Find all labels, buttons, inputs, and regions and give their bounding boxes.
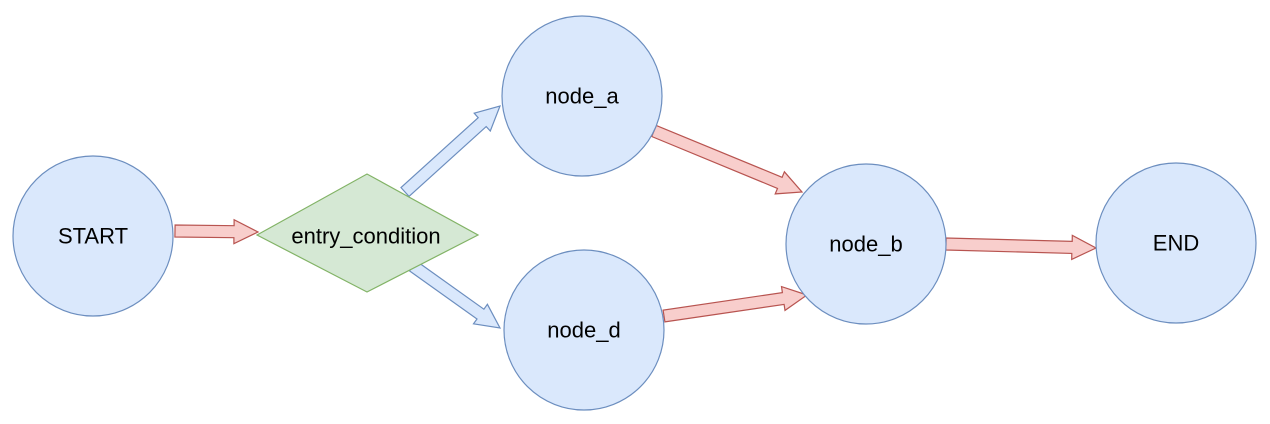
node-start[interactable]: START [12,155,174,317]
edge-entry-condition-to-node-d[interactable] [408,260,502,329]
node-b[interactable]: node_b [785,163,947,325]
node-end-shape[interactable] [1095,162,1257,324]
edges-layer [174,105,1098,329]
node-b-shape[interactable] [785,163,947,325]
node-b-label: node_b [829,232,902,257]
node-entry-condition[interactable]: entry_condition [255,173,480,293]
node-start-shape[interactable] [12,155,174,317]
edge-start-to-entry-condition[interactable] [174,218,260,245]
node-entry-condition-label: entry_condition [291,224,440,249]
node-d-label: node_d [547,318,620,343]
edge-node-a-to-node-b[interactable] [650,124,804,195]
edge-node-d-to-node-b[interactable] [662,285,809,323]
node-d-shape[interactable] [503,249,665,411]
node-entry-condition-shape[interactable] [255,173,480,293]
edge-entry-condition-to-node-a[interactable] [400,105,501,198]
node-end-label: END [1153,231,1199,256]
node-a[interactable]: node_a [501,15,663,177]
node-start-label: START [58,224,128,249]
node-a-label: node_a [545,84,619,109]
node-end[interactable]: END [1095,162,1257,324]
node-a-shape[interactable] [501,15,663,177]
nodes-layer: START entry_condition node_a node_d node… [12,15,1257,411]
edge-node-b-to-end[interactable] [945,234,1098,261]
node-d[interactable]: node_d [503,249,665,411]
